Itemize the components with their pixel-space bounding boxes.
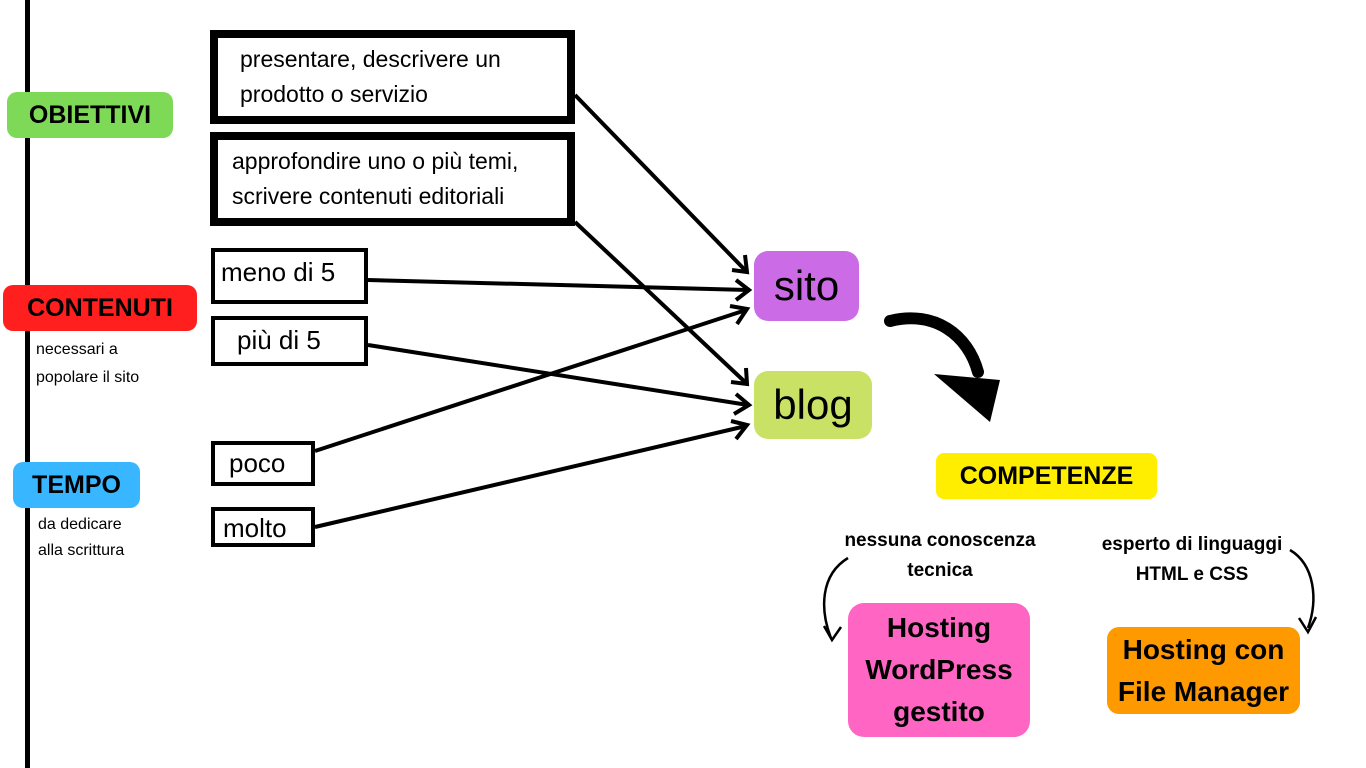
objective-box-2-line-1: approfondire uno o più temi, xyxy=(232,148,519,174)
arrow-piu-blog-head xyxy=(732,392,753,416)
content-box-meno-text: meno di 5 xyxy=(221,257,336,287)
content-box-meno: meno di 5 xyxy=(211,248,368,304)
arrow-molto-blog xyxy=(314,424,747,529)
arrow-meno-sito-head xyxy=(734,278,753,302)
label-tempo: TEMPO xyxy=(13,462,140,508)
small-curved-arrows xyxy=(822,548,1318,643)
timeline-line xyxy=(25,0,30,768)
tempo-sub-line-2: alla scrittura xyxy=(38,542,125,559)
arrow-obiettivo1-sito xyxy=(573,93,747,272)
label-contenuti: CONTENUTI xyxy=(3,285,197,331)
label-tempo-text: TEMPO xyxy=(32,470,121,499)
label-obiettivi-text: OBIETTIVI xyxy=(28,100,152,129)
label-contenuti-text: CONTENUTI xyxy=(27,293,173,322)
hosting-wp-line-3: gestito xyxy=(893,696,985,727)
label-obiettivi: OBIETTIVI xyxy=(7,92,173,138)
objective-box-1-line-2: prodotto o servizio xyxy=(240,81,428,107)
contenuti-subtitle: necessari a popolare il sito xyxy=(36,336,139,392)
arrow-poco-sito xyxy=(314,308,747,453)
arrow-obiettivo2-blog-head xyxy=(730,367,750,387)
time-box-poco-text: poco xyxy=(229,448,286,478)
hosting-wp-line-1: Hosting xyxy=(886,612,992,643)
time-box-poco: poco xyxy=(211,441,315,486)
time-box-molto: molto xyxy=(211,507,315,547)
arrow-piu-blog xyxy=(367,343,749,407)
objective-box-2-line-2: scrivere contenuti editoriali xyxy=(232,183,505,209)
target-blog-text: blog xyxy=(773,381,853,428)
objective-box-1-line-1: presentare, descrivere un xyxy=(240,46,501,72)
note-nessuna-conoscenza: nessuna conoscenza tecnica xyxy=(830,526,1050,586)
label-competenze-text: COMPETENZE xyxy=(959,461,1134,490)
arrow-molto-blog-head xyxy=(730,419,751,441)
hosting-fm-line-2: File Manager xyxy=(1117,675,1290,707)
objective-box-1: presentare, descrivere un prodotto o ser… xyxy=(210,30,575,124)
tempo-subtitle: da dedicare alla scrittura xyxy=(38,512,124,564)
time-box-molto-text: molto xyxy=(223,513,287,543)
target-blog: blog xyxy=(754,371,872,439)
note-esperto: esperto di linguaggi HTML e CSS xyxy=(1092,530,1292,590)
tempo-sub-line-1: da dedicare xyxy=(38,516,122,533)
contenuti-sub-line-1: necessari a xyxy=(36,341,118,358)
arrow-meno-sito xyxy=(367,278,749,292)
target-sito: sito xyxy=(754,251,859,321)
note-expert-line-2: HTML e CSS xyxy=(1135,564,1249,585)
arrow-obiettivo1-sito-head xyxy=(731,254,750,275)
label-competenze: COMPETENZE xyxy=(936,453,1157,499)
content-box-piu: più di 5 xyxy=(211,316,368,366)
note-none-line-2: tecnica xyxy=(907,560,973,581)
contenuti-sub-line-2: popolare il sito xyxy=(36,369,140,386)
note-expert-line-1: esperto di linguaggi xyxy=(1101,534,1283,555)
content-box-piu-text: più di 5 xyxy=(237,325,321,355)
arrow-obiettivo2-blog xyxy=(573,220,747,384)
objective-box-2: approfondire uno o più temi, scrivere co… xyxy=(210,132,575,226)
target-sito-text: sito xyxy=(773,262,840,309)
hosting-wordpress-gestito: Hosting WordPress gestito xyxy=(848,603,1030,737)
hosting-wp-line-2: WordPress xyxy=(865,654,1013,685)
big-curved-arrow xyxy=(884,312,1000,422)
hosting-file-manager: Hosting con File Manager xyxy=(1107,627,1300,714)
note-none-line-1: nessuna conoscenza xyxy=(844,530,1036,551)
hosting-fm-line-1: Hosting con xyxy=(1122,633,1285,665)
arrow-poco-sito-head xyxy=(729,304,751,326)
